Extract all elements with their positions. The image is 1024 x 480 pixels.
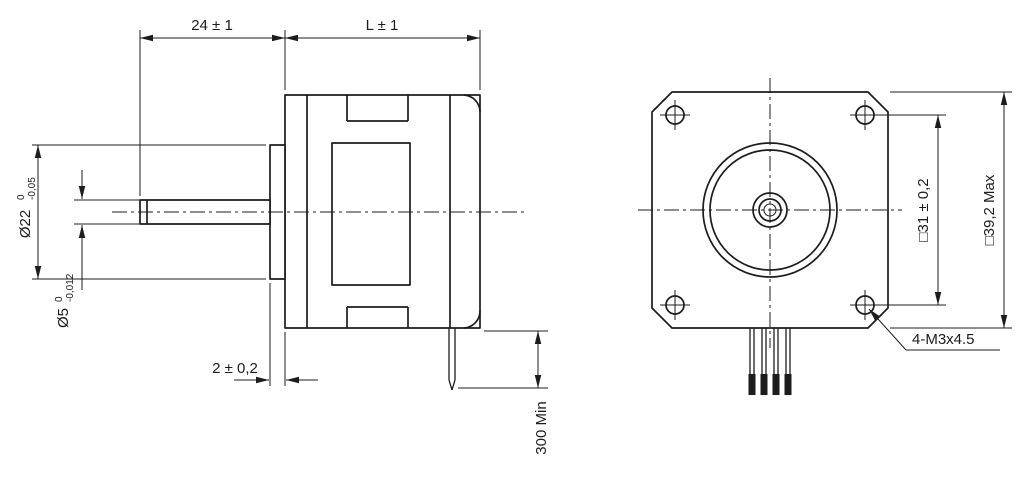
dim-value: □31 ± 0,2 — [915, 178, 932, 241]
mounting-holes-callout-label: 4-M3x4.5 — [912, 331, 975, 348]
dim-lead-wire-length: 300 Min — [458, 330, 550, 455]
corner-notch-bottom — [463, 310, 481, 329]
wire — [748, 328, 756, 395]
wire-pin — [748, 374, 756, 395]
dim-body-length: L ± 1 — [285, 17, 481, 90]
dim-body-width-label: □39,2 Max — [981, 174, 998, 245]
wire-pin — [784, 374, 792, 395]
mounting-hole — [660, 100, 690, 130]
dim-value: □39,2 Max — [981, 174, 998, 245]
tolerance-lower: -0,012 — [65, 273, 76, 302]
callout-mounting-holes: 4-M3x4.5 — [868, 308, 1000, 351]
dim-boss-protrusion-label: 2 ± 0,2 — [212, 360, 258, 377]
dim-lead-wire-label: 300 Min — [533, 401, 550, 454]
dim-body-width: □39,2 Max — [890, 91, 1012, 329]
tolerance-upper: 0 — [16, 194, 27, 200]
dim-boss-diameter-label: Ø22 0 -0,05 — [16, 177, 38, 238]
mounting-holes — [660, 100, 880, 320]
dim-body-length-label: L ± 1 — [366, 17, 399, 34]
wire-tip — [451, 379, 456, 391]
dim-hole-spacing: □31 ± 0,2 — [874, 114, 946, 306]
tolerance-lower: -0,05 — [27, 177, 38, 200]
lead-wire-side — [448, 328, 456, 391]
leader-line — [868, 308, 907, 351]
dim-boss-protrusion: 2 ± 0,2 — [212, 283, 318, 386]
dim-shaft-length: 24 ± 1 — [139, 17, 286, 196]
front-view: □31 ± 0,2 □39,2 Max 4-M3x4.5 — [638, 78, 1012, 395]
wire-pin — [772, 374, 780, 395]
dim-shaft-diameter-label: Ø5 0 -0,012 — [54, 273, 76, 328]
dim-value: 300 Min — [533, 401, 550, 454]
wire-pin — [760, 374, 768, 395]
dim-shaft-length-label: 24 ± 1 — [191, 17, 233, 34]
dim-shaft-diameter: Ø5 0 -0,012 — [54, 170, 150, 328]
side-view: 24 ± 1 L ± 1 Ø22 0 -0,05 Ø5 — [16, 17, 550, 455]
wire-tip — [448, 379, 453, 391]
lead-wires-front — [748, 328, 792, 395]
corner-notch-top — [463, 94, 481, 113]
wire — [784, 328, 792, 395]
mounting-hole — [660, 290, 690, 320]
wire — [760, 328, 768, 395]
dim-boss-diameter: Ø22 0 -0,05 — [16, 144, 266, 280]
stator-stack — [331, 142, 411, 286]
dim-value: Ø5 — [55, 308, 72, 328]
wire — [772, 328, 780, 395]
dim-hole-spacing-label: □31 ± 0,2 — [915, 178, 932, 241]
dim-value: Ø22 — [17, 210, 34, 238]
tolerance-upper: 0 — [54, 296, 65, 302]
